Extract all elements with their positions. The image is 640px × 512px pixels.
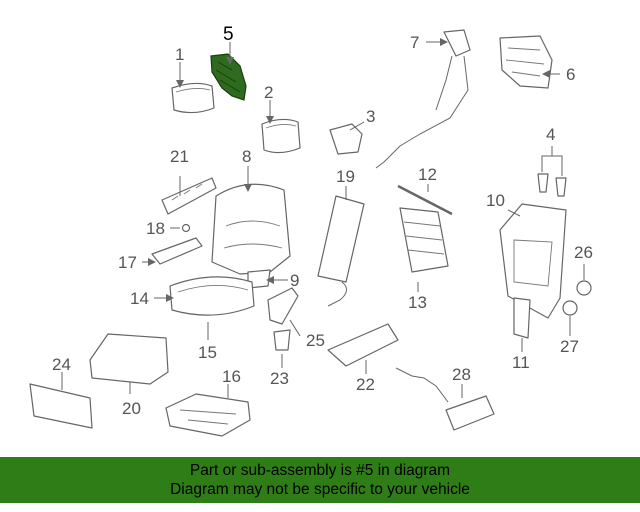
callout-10: 10: [486, 191, 505, 210]
callout-3: 3: [366, 107, 375, 126]
part-20-cushion-pad[interactable]: [89, 333, 169, 385]
part-11-bracket[interactable]: [513, 297, 531, 339]
callout-12: 12: [418, 165, 437, 184]
part-18-clip[interactable]: [181, 223, 191, 233]
part-1-headrest[interactable]: [171, 82, 215, 114]
seat-parts-diagram: 5 1 2 3 4 6 7 8 9 10 11 12 13 14 15 16 1…: [29, 24, 593, 437]
callout-labels: 5 1 2 3 4 6 7 8 9 10 11 12 13 14 15 16 1…: [52, 24, 593, 418]
part-24-panel[interactable]: [29, 383, 93, 429]
part-8-seat-back[interactable]: [211, 183, 291, 275]
part-13-lumbar[interactable]: [399, 207, 449, 273]
part-7-cable[interactable]: [375, 29, 471, 169]
callout-8: 8: [242, 147, 251, 166]
callout-20: 20: [122, 399, 141, 418]
callout-23: 23: [270, 369, 289, 388]
info-banner: Part or sub-assembly is #5 in diagram Di…: [0, 457, 640, 503]
callout-19: 19: [336, 167, 355, 186]
part-27-knob[interactable]: [562, 300, 578, 316]
callout-18: 18: [146, 219, 165, 238]
part-14-cushion[interactable]: [169, 276, 255, 316]
leader-lines: [61, 38, 585, 398]
callout-6: 6: [566, 65, 575, 84]
callout-22: 22: [356, 375, 375, 394]
callout-14: 14: [130, 289, 149, 308]
part-19-back-panel[interactable]: [317, 195, 365, 307]
part-2-headrest[interactable]: [261, 118, 301, 154]
part-12-rod[interactable]: [397, 184, 453, 216]
callout-28: 28: [452, 365, 471, 384]
callout-11: 11: [512, 353, 530, 372]
part-25-trim[interactable]: [267, 287, 299, 325]
callout-16: 16: [222, 367, 241, 386]
callout-9: 9: [290, 271, 299, 290]
part-22-side-shield[interactable]: [327, 323, 399, 367]
callout-15: 15: [198, 343, 217, 362]
callout-25: 25: [306, 331, 325, 350]
part-4-headrest-guides[interactable]: [537, 173, 567, 197]
callout-7: 7: [410, 33, 419, 52]
callout-27: 27: [560, 337, 579, 356]
banner-line-2: Diagram may not be specific to your vehi…: [170, 481, 470, 498]
part-16-cushion-frame[interactable]: [165, 393, 251, 437]
callout-24: 24: [52, 355, 71, 374]
callout-1: 1: [175, 45, 184, 64]
part-6-recliner[interactable]: [499, 35, 553, 89]
part-5-highlighted[interactable]: [210, 53, 247, 101]
callout-5: 5: [223, 24, 234, 45]
part-28-switch-harness[interactable]: [395, 367, 495, 431]
callout-21: 21: [170, 147, 189, 166]
part-26-knob[interactable]: [576, 280, 592, 296]
banner-line-1: Part or sub-assembly is #5 in diagram: [189, 462, 451, 479]
callout-4: 4: [546, 125, 555, 144]
part-23-knob[interactable]: [273, 329, 291, 351]
part-3-cover[interactable]: [329, 123, 363, 155]
callout-26: 26: [574, 243, 593, 262]
callout-17: 17: [118, 253, 137, 272]
part-10-back-frame[interactable]: [499, 203, 567, 319]
part-17-trim-panel[interactable]: [151, 237, 203, 265]
callout-2: 2: [264, 83, 273, 102]
part-21-shield[interactable]: [161, 177, 217, 215]
callout-13: 13: [408, 293, 427, 312]
